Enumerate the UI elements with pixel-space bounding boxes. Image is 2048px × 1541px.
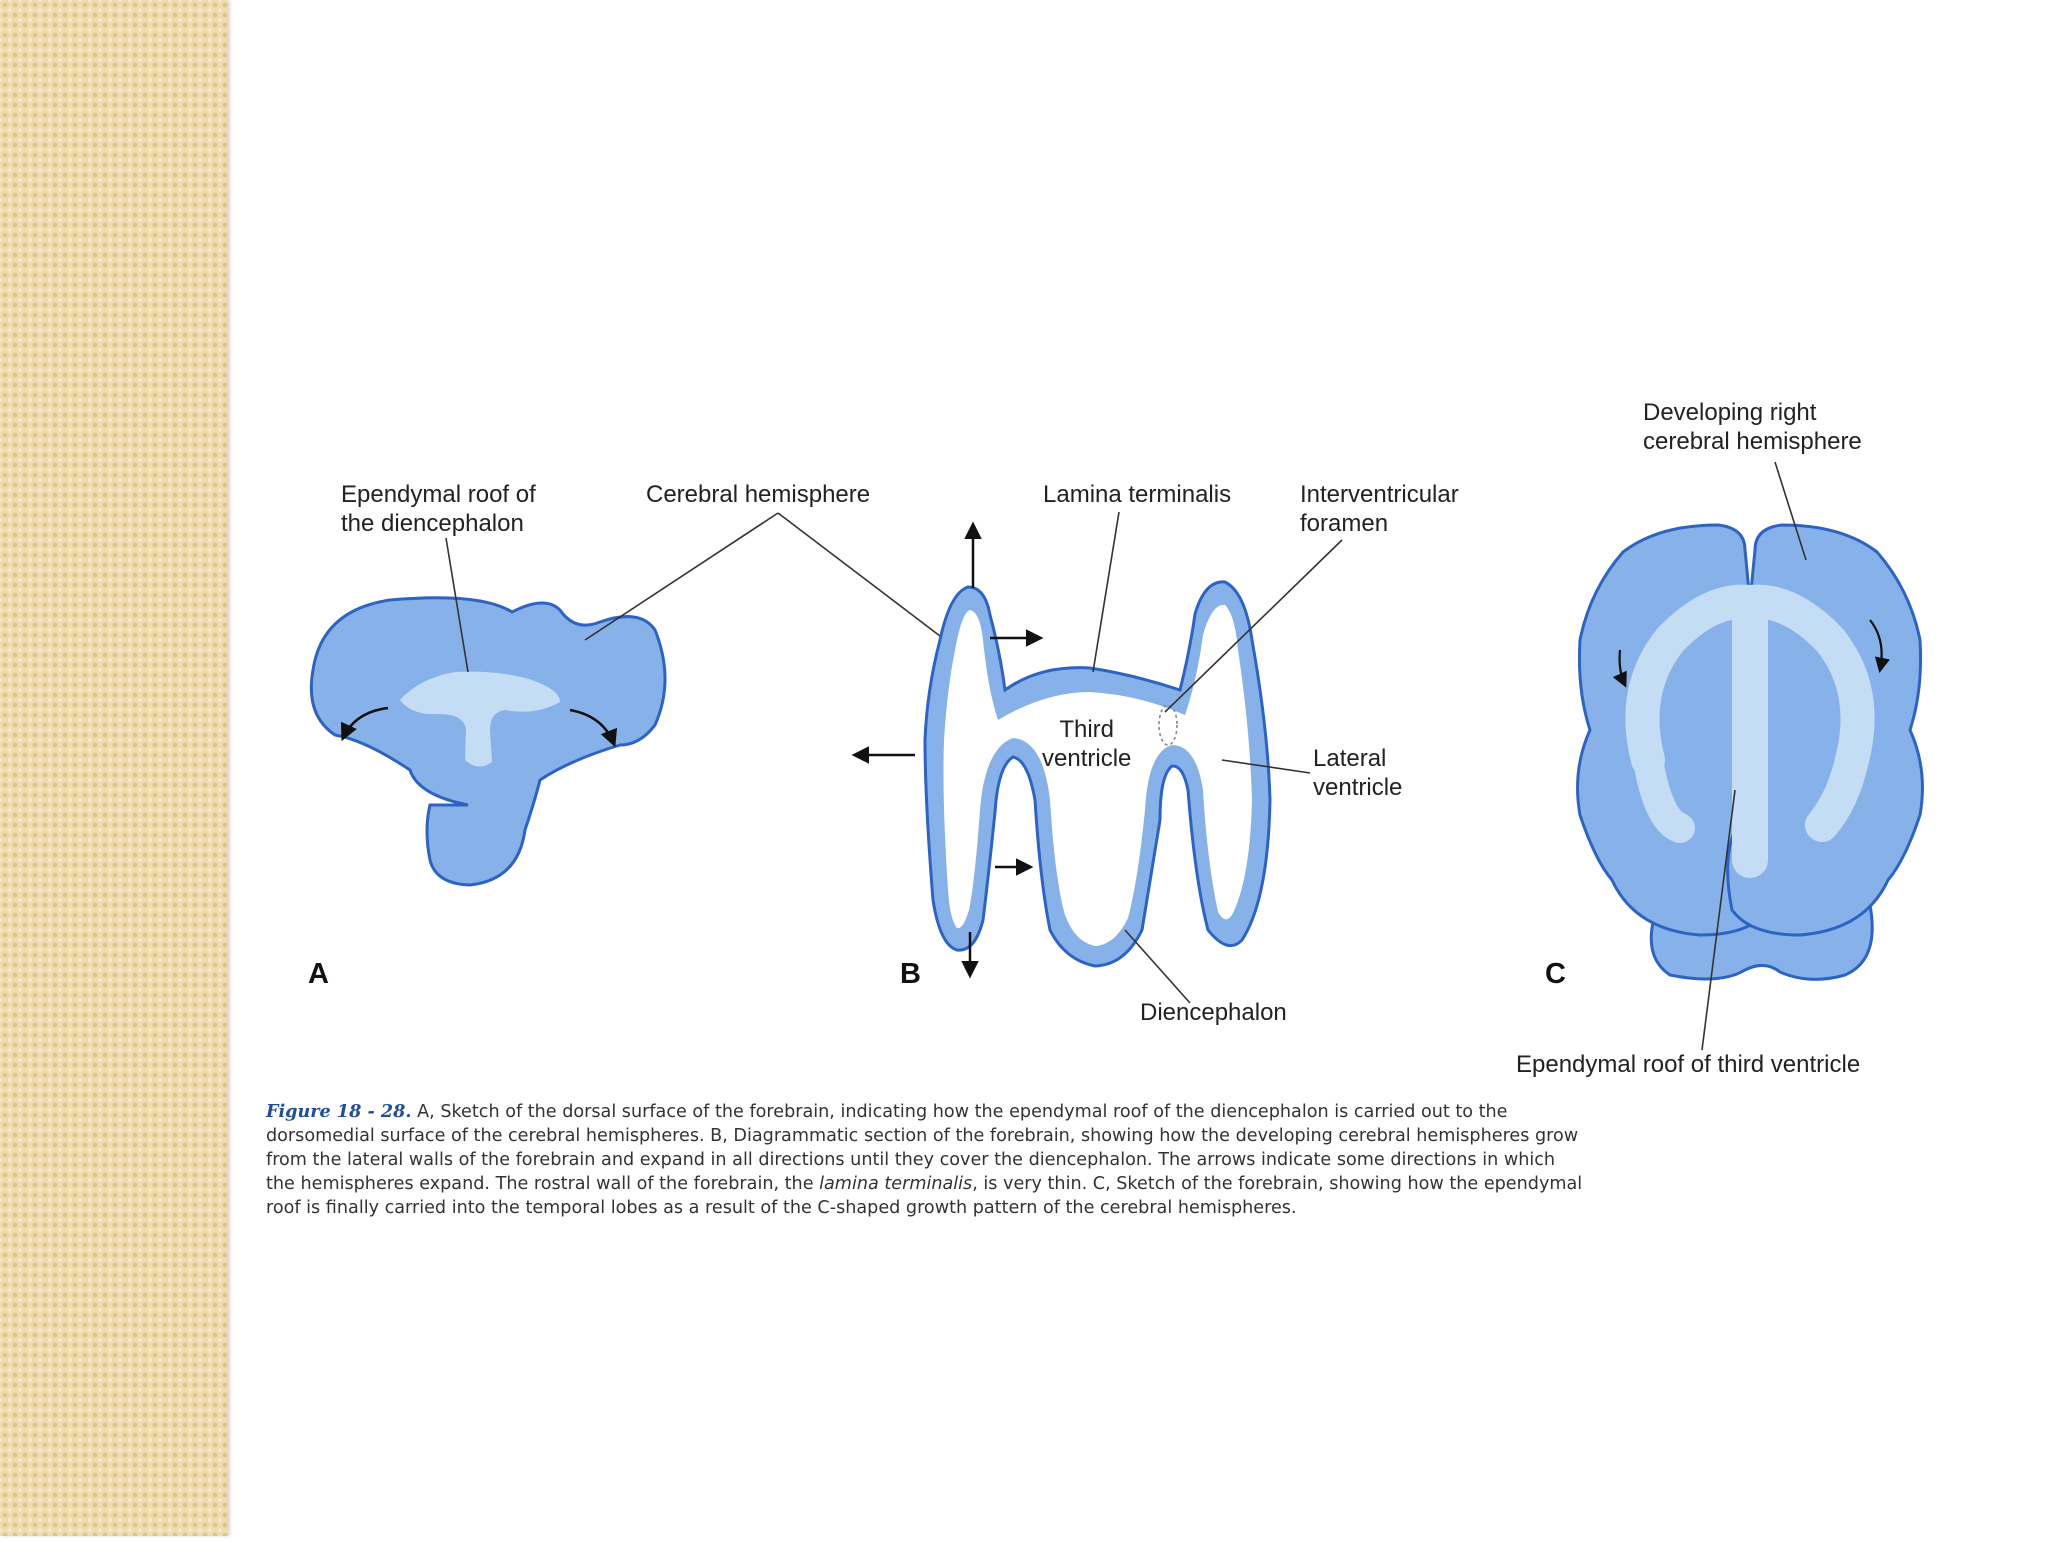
label-cerebral-hemisphere: Cerebral hemisphere: [646, 480, 870, 509]
caption-line: roof is finally carried into the tempora…: [266, 1196, 1966, 1220]
label-line: foramen: [1300, 509, 1459, 538]
label-line: cerebral hemisphere: [1643, 427, 1862, 456]
label-line: the diencephalon: [341, 509, 536, 538]
label-diencephalon: Diencephalon: [1140, 998, 1287, 1027]
label-line: Lateral: [1313, 744, 1402, 773]
label-line: Third: [1042, 715, 1131, 744]
panel-a-diagram: [311, 513, 940, 885]
label-ependymal-roof-diencephalon: Ependymal roof of the diencephalon: [341, 480, 536, 538]
figure-caption: Figure 18 - 28. A, Sketch of the dorsal …: [266, 1100, 1966, 1220]
label-line: Developing right: [1643, 398, 1862, 427]
figure-number: Figure 18 - 28.: [266, 1101, 412, 1122]
label-developing-right-hemisphere: Developing right cerebral hemisphere: [1643, 398, 1862, 456]
caption-line: Figure 18 - 28. A, Sketch of the dorsal …: [266, 1100, 1966, 1124]
label-line: ventricle: [1313, 773, 1402, 802]
label-line: Interventricular: [1300, 480, 1459, 509]
caption-text: A, Sketch of the dorsal surface of the f…: [412, 1102, 1508, 1122]
panel-letter-b: B: [900, 958, 921, 991]
label-third-ventricle: Third ventricle: [1042, 715, 1131, 773]
caption-text: the hemispheres expand. The rostral wall…: [266, 1174, 819, 1194]
caption-line: dorsomedial surface of the cerebral hemi…: [266, 1124, 1966, 1148]
caption-term-lamina-terminalis: lamina terminalis: [819, 1174, 972, 1194]
panel-letter-a: A: [308, 958, 329, 991]
label-interventricular-foramen: Interventricular foramen: [1300, 480, 1459, 538]
caption-line: from the lateral walls of the forebrain …: [266, 1148, 1966, 1172]
label-line: Ependymal roof of: [341, 480, 536, 509]
label-lateral-ventricle: Lateral ventricle: [1313, 744, 1402, 802]
panel-c-diagram: [1578, 462, 1923, 1050]
panel-letter-c: C: [1545, 958, 1566, 991]
label-ependymal-roof-third-ventricle: Ependymal roof of third ventricle: [1516, 1050, 1860, 1079]
label-line: ventricle: [1042, 744, 1131, 773]
caption-text: , is very thin. C, Sketch of the forebra…: [972, 1174, 1582, 1194]
label-lamina-terminalis: Lamina terminalis: [1043, 480, 1231, 509]
caption-line: the hemispheres expand. The rostral wall…: [266, 1172, 1966, 1196]
